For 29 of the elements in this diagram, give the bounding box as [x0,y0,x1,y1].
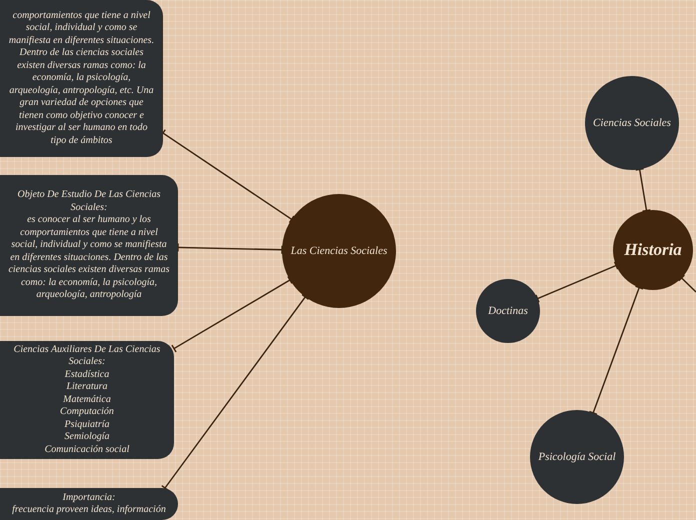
card-text: es conocer al ser humano y los comportamientos que tiene a nivel social, individual y como se manifiesta en diferentes situaciones. Dentro de las ciencias sociales existen diversas ramas como: la economía, la psicología, arqueología, antropología [8,214,170,302]
topic-label: Ciencias Sociales [593,116,671,130]
topic-label: Psicología Social [538,450,616,464]
card-text: Estadística [64,368,110,382]
connector-line [588,285,644,415]
note-card [0,488,178,520]
topic-label: Doctinas [488,304,528,318]
connector-line [678,274,696,292]
topic-label: Historia [624,240,682,260]
card-heading: Ciencias Auxiliares De Las Ciencias Sociales: [12,344,162,369]
connector-line [177,242,283,254]
connector-line [635,168,652,212]
card-text: Computación [60,406,114,419]
connector-line [171,276,293,353]
card-heading: Objeto De Estudio De Las Ciencias Sociales: [16,189,162,214]
card-text: comportamientos que tiene a nivel social, individual y como se manifiesta en diferentes situaciones. Dentro de las ciencias sociales existen diversas ramas como: la economía, la psicología, arqueología, antropología, etc. Una gran variedad de opciones que tienen como objetivo conocer e investigar al ser humano en todo tipo de ámbitos [8,10,155,148]
note-card [0,175,178,316]
connector-line [161,294,310,492]
card-text: Matemática [63,394,111,406]
card-text: Psiquiatría [64,418,110,432]
card-heading: Importancia: [62,492,116,504]
card-text: Semiología [64,431,110,444]
connector-line [535,261,618,303]
card-text: Literatura [66,381,108,394]
note-card [0,0,163,157]
note-card [0,341,174,459]
card-text: frecuencia proveen ideas, información [12,504,166,516]
topic-label: Las Ciencias Sociales [290,244,388,258]
card-text: Comunicación social [44,444,130,456]
